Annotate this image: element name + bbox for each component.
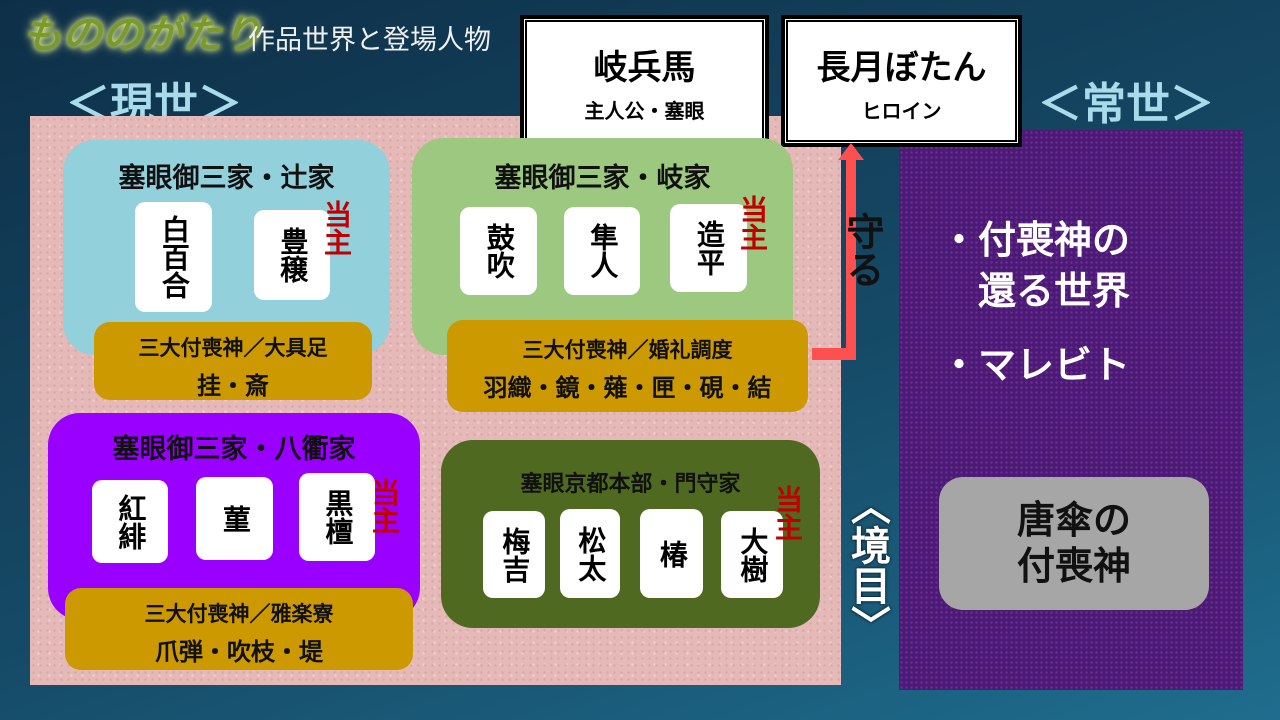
protagonist-card: 岐兵馬 主人公・塞眼 xyxy=(520,15,769,147)
family-tsuji: 塞眼御三家・辻家 xyxy=(63,140,390,355)
protect-arrow-tail xyxy=(812,348,856,360)
tsukumogami-label: 三大付喪神／婚礼調度 xyxy=(522,338,733,362)
tsukumogami-box: 三大付喪神／大具足 挂・斎 xyxy=(94,322,372,400)
tsukumogami-label: 三大付喪神／大具足 xyxy=(138,336,328,360)
slide-subtitle: 作品世界と登場人物 xyxy=(248,25,491,56)
member-card: 紅緋 xyxy=(92,480,168,563)
tsukumogami-box: 三大付喪神／婚礼調度 羽織・鏡・薙・匣・硯・結 xyxy=(447,320,808,412)
family-title: 塞眼御三家・八衢家 xyxy=(112,434,356,465)
member-card: 白百合 xyxy=(135,202,212,312)
tokoyo-label: ＜常世＞ xyxy=(1038,79,1214,130)
tsukumogami-names: 羽織・鏡・薙・匣・硯・結 xyxy=(483,374,772,402)
tsukumogami-box: 三大付喪神／雅楽寮 爪弾・吹枝・堤 xyxy=(65,588,413,670)
tsukumogami-label: 三大付喪神／雅楽寮 xyxy=(144,602,334,626)
tsukumogami-names: 挂・斎 xyxy=(197,372,269,400)
arrow-head-icon xyxy=(838,143,864,160)
member-card: 隼人 xyxy=(564,207,640,295)
family-title: 塞眼御三家・岐家 xyxy=(494,163,711,194)
lead-badge: 当主 xyxy=(368,478,401,534)
member-card: 椿 xyxy=(640,509,703,598)
lead-badge: 当主 xyxy=(771,485,804,541)
karakasa-box: 唐傘の 付喪神 xyxy=(939,477,1209,610)
heroine-card: 長月ぼたん ヒロイン xyxy=(781,15,1022,147)
lead-badge: 当主 xyxy=(320,200,353,256)
tsukumogami-names: 爪弾・吹枝・堤 xyxy=(155,638,323,666)
character-name: 長月ぼたん xyxy=(816,48,987,88)
tokoyo-item: ・付喪神の 還る世界 xyxy=(940,218,1131,314)
karakasa-label: 唐傘の 付喪神 xyxy=(1016,497,1131,588)
sakaime-label: 〈境目〉 xyxy=(844,485,890,645)
character-role: ヒロイン xyxy=(861,99,942,123)
member-card: 菫 xyxy=(196,477,273,560)
lead-badge: 当主 xyxy=(736,195,769,251)
member-card: 造平 xyxy=(670,204,747,292)
member-card: 黒檀 xyxy=(299,473,375,561)
family-title: 塞眼京都本部・門守家 xyxy=(520,472,741,497)
member-card: 梅吉 xyxy=(483,511,545,598)
protect-arrow-shaft xyxy=(846,158,856,360)
member-card: 大樹 xyxy=(721,511,783,598)
member-card: 鼓吹 xyxy=(460,207,537,295)
family-title: 塞眼御三家・辻家 xyxy=(118,163,335,194)
character-role: 主人公・塞眼 xyxy=(584,99,705,123)
protect-label: 守る xyxy=(840,212,884,288)
tokoyo-item: ・マレビト xyxy=(940,343,1131,387)
member-card: 松太 xyxy=(560,509,620,598)
character-name: 岐兵馬 xyxy=(593,48,696,88)
member-card: 豊穣 xyxy=(254,210,330,300)
logo: もののがたり xyxy=(22,12,262,58)
